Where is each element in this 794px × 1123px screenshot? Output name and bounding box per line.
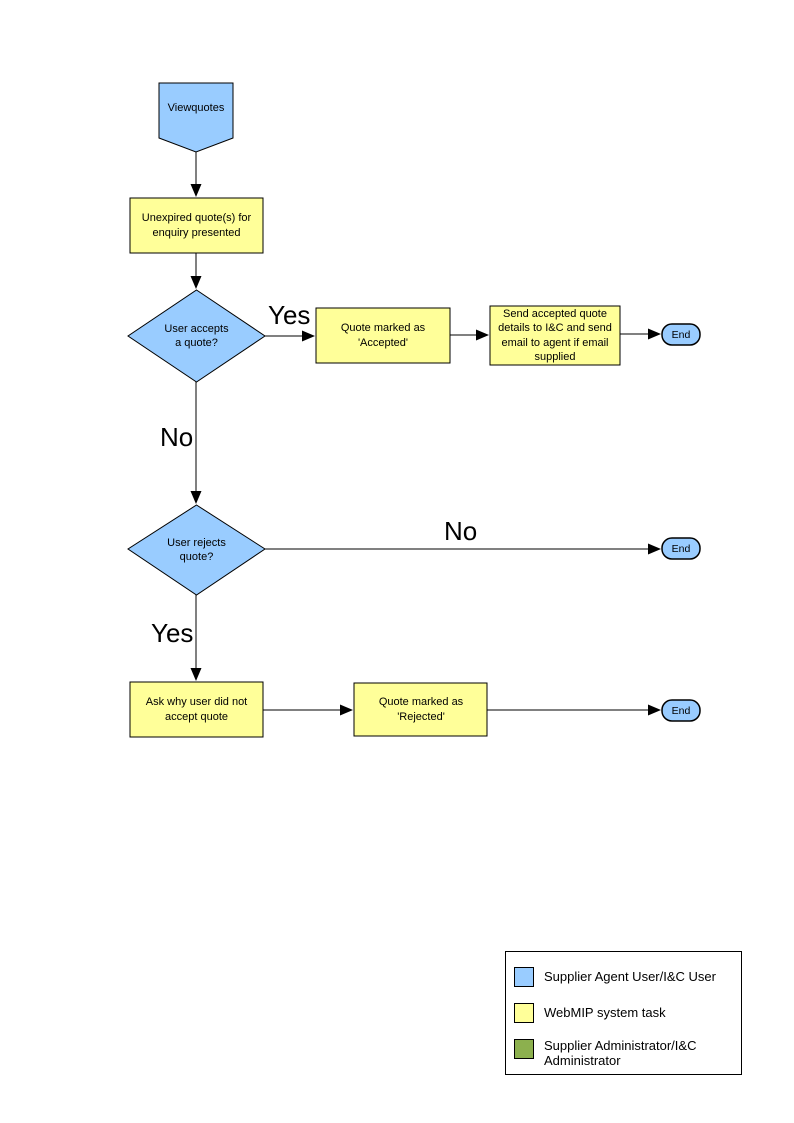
end1-label: End <box>671 328 691 341</box>
marked-rejected-label: Quote marked as 'Rejected' <box>378 696 464 723</box>
legend: Supplier Agent User/I&C User WebMIP syst… <box>505 951 742 1075</box>
user-rejects-decision-shape <box>127 504 266 596</box>
send-details-label: Send accepted quote details to I&C and s… <box>498 307 612 363</box>
user-accepts-label: User accepts a quote? <box>164 322 229 349</box>
send-details-task-shape <box>489 305 621 366</box>
unexpired-label: Unexpired quote(s) for enquiry presented <box>141 212 252 239</box>
ask-why-label: Ask why user did not accept quote <box>145 696 248 723</box>
accept-no-edge-label: No <box>160 422 194 452</box>
marked-accepted-task-shape <box>315 307 451 364</box>
reject-yes-edge-label: Yes <box>151 618 194 648</box>
legend-swatch-supplier-administrator <box>514 1039 534 1059</box>
user-accepts-decision-shape <box>127 289 266 383</box>
legend-label-supplier-agent-user: Supplier Agent User/I&C User <box>544 969 716 984</box>
viewquotes-pentagon-shape <box>158 82 234 153</box>
user-rejects-label: User rejects quote? <box>167 536 226 563</box>
end2-label: End <box>671 542 691 555</box>
accept-yes-edge-label: Yes <box>268 300 311 330</box>
marked-accepted-label: Quote marked as 'Accepted' <box>340 322 426 349</box>
unexpired-task-shape <box>129 197 264 254</box>
end2-terminator-shape <box>661 537 701 560</box>
end3-terminator-shape <box>661 699 701 722</box>
marked-rejected-task-shape <box>353 682 488 737</box>
legend-label-supplier-administrator: Supplier Administrator/I&C Administrator <box>544 1038 697 1069</box>
ask-why-task-shape <box>129 681 264 738</box>
legend-swatch-supplier-agent-user <box>514 967 534 987</box>
end1-terminator-shape <box>661 323 701 346</box>
viewquotes-label: Viewquotes <box>167 101 225 114</box>
reject-no-edge-label: No <box>444 516 478 546</box>
end3-label: End <box>671 704 691 717</box>
legend-label-webmip-system-task: WebMIP system task <box>544 1005 666 1020</box>
legend-swatch-webmip-system-task <box>514 1003 534 1023</box>
